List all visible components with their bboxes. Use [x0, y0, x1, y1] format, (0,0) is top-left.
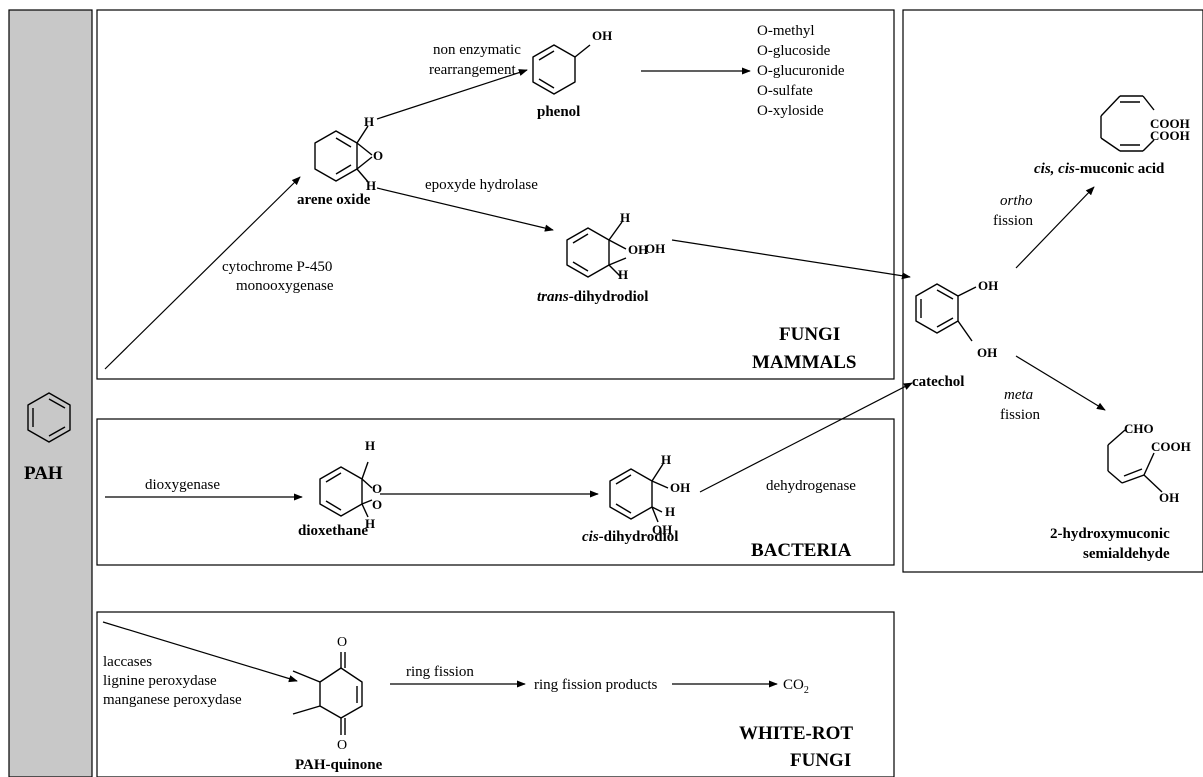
- dioxethane-structure: [319, 461, 373, 518]
- cytochrome-label: cytochrome P-450: [222, 259, 333, 275]
- atom-h: H: [365, 516, 376, 531]
- hms-name-line2: semialdehyde: [1083, 546, 1170, 562]
- trans-suffix: -dihydrodiol: [568, 289, 649, 305]
- atom-h: H: [366, 178, 377, 193]
- co2-name: CO2: [783, 676, 809, 700]
- trans-dihydrodiol-structure: [566, 221, 627, 278]
- catechol-name: catechol: [912, 374, 965, 390]
- muconic-suffix: -muconic acid: [1074, 161, 1165, 177]
- atom-cooh: COOH: [1150, 128, 1190, 143]
- catechol-fission-box: [902, 9, 1203, 573]
- pah-quinone-structure: [292, 652, 363, 735]
- arrow-arene-oxide-to-phenol: [376, 69, 528, 120]
- mammals-label: MAMMALS: [752, 352, 857, 373]
- arrow-cis-dihydrodiol-to-catechol: [699, 382, 913, 493]
- meta-fission-label: fission: [1000, 407, 1041, 423]
- arrow-catechol-to-muconic: [1015, 186, 1095, 269]
- atom-cho: CHO: [1124, 421, 1154, 436]
- pah-label: PAH: [24, 463, 63, 484]
- atom-h: H: [661, 452, 672, 467]
- lignin-peroxidase-label: lignine peroxydase: [103, 673, 217, 689]
- conjugate-sulfate: O-sulfate: [757, 83, 813, 99]
- arrow-pah-to-arene-oxide: [104, 176, 301, 370]
- trans-prefix: trans: [537, 289, 569, 305]
- phenol-structure: [532, 44, 591, 95]
- arrow-arene-oxide-to-trans-dihydrodiol: [376, 187, 554, 232]
- arrow-trans-dihydrodiol-to-catechol: [671, 239, 911, 280]
- ring-fission-products-name: ring fission products: [534, 677, 658, 693]
- conjugate-xyloside: O-xyloside: [757, 103, 824, 119]
- white-rot-box: [96, 611, 895, 777]
- atom-o: O: [337, 738, 348, 753]
- hms-name-line1: 2-hydroxymuconic: [1050, 526, 1170, 542]
- dehydrogenase-label: dehydrogenase: [766, 478, 856, 494]
- cis-dihydrodiol-structure: [609, 463, 669, 523]
- co2-text: CO: [783, 677, 804, 693]
- ortho-fission-label: fission: [993, 213, 1034, 229]
- atom-o: O: [372, 481, 383, 496]
- manganese-peroxidase-label: manganese peroxydase: [103, 692, 242, 708]
- ortho-label: ortho: [1000, 193, 1033, 209]
- muconic-acid-structure: [1100, 95, 1155, 152]
- atom-oh: OH: [1159, 490, 1180, 505]
- atom-o: O: [337, 635, 348, 650]
- nonenzymatic-label: non enzymatic: [433, 42, 521, 58]
- laccases-label: laccases: [103, 654, 153, 670]
- benzene-structure: [27, 392, 71, 443]
- ring-fission-label: ring fission: [406, 664, 474, 680]
- phenol-name: phenol: [537, 104, 581, 120]
- atom-oh: OH: [628, 242, 649, 257]
- trans-dihydrodiol-name: trans-dihydrodiol: [537, 288, 648, 306]
- conjugate-glucoside: O-glucoside: [757, 43, 831, 59]
- cis-prefix: cis: [582, 529, 599, 545]
- dioxethane-name: dioxethane: [298, 523, 369, 539]
- semialdehyde-structure: [1107, 429, 1163, 493]
- dioxygenase-label: dioxygenase: [145, 477, 220, 493]
- muconic-prefix: cis, cis: [1034, 161, 1075, 177]
- epoxide-hydrolase-label: epoxyde hydrolase: [425, 177, 538, 193]
- atom-o: O: [373, 148, 384, 163]
- atom-oh: OH: [978, 278, 999, 293]
- atom-cooh: COOH: [1151, 439, 1191, 454]
- meta-label: meta: [1004, 387, 1034, 403]
- atom-cooh: COOH: [1150, 116, 1190, 131]
- atom-oh: OH: [670, 480, 691, 495]
- bacteria-label: BACTERIA: [751, 540, 852, 561]
- monooxygenase-label: monooxygenase: [236, 278, 334, 294]
- atom-h: H: [364, 114, 375, 129]
- cis-suffix: -dihydrodiol: [598, 529, 679, 545]
- arrow-catechol-to-semialdehyde: [1015, 355, 1106, 411]
- rearrangement-label: rearrangement: [429, 62, 516, 78]
- white-rot-fungi-label: FUNGI: [790, 750, 852, 771]
- atom-oh: OH: [977, 345, 998, 360]
- atom-h: H: [620, 210, 631, 225]
- co2-subscript: 2: [803, 685, 809, 696]
- fungi-label: FUNGI: [779, 324, 841, 345]
- cis-dihydrodiol-name: cis-dihydrodiol: [582, 528, 678, 546]
- fungi-mammals-box: [96, 9, 895, 380]
- muconic-acid-name: cis, cis-muconic acid: [1034, 160, 1164, 178]
- atom-o: O: [372, 497, 383, 512]
- atom-oh: OH: [645, 241, 666, 256]
- atom-oh: OH: [652, 522, 673, 537]
- atom-oh: OH: [592, 28, 613, 43]
- arene-oxide-name: arene oxide: [297, 192, 371, 208]
- atom-h: H: [618, 267, 629, 282]
- arrow-pah-to-quinone: [102, 621, 298, 683]
- atom-h: H: [365, 438, 376, 453]
- pah-quinone-name: PAH-quinone: [295, 757, 383, 773]
- atom-h: H: [665, 504, 676, 519]
- conjugate-glucuronide: O-glucuronide: [757, 63, 845, 79]
- white-rot-label: WHITE-ROT: [739, 723, 854, 744]
- arene-oxide-structure: [314, 125, 373, 184]
- conjugate-methyl: O-methyl: [757, 23, 815, 39]
- bacteria-box: [96, 418, 895, 566]
- catechol-structure: [915, 283, 977, 342]
